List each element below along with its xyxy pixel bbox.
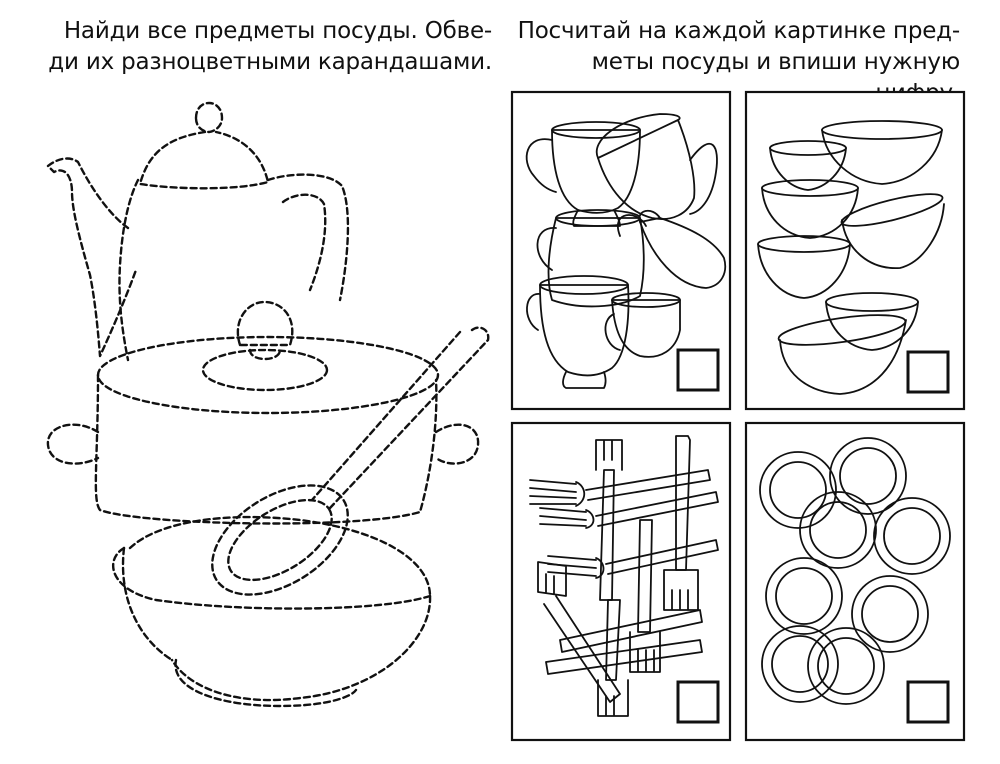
teapot-icon (46, 101, 350, 362)
cup-icon (595, 113, 718, 220)
bowl-icon (821, 120, 943, 185)
bowl-icon (769, 140, 847, 191)
bowls-counting-panel (744, 90, 966, 411)
bowl-icon (111, 515, 432, 708)
fork-icon (545, 609, 703, 675)
plate-icon (807, 627, 885, 705)
bowl-icon (761, 179, 859, 239)
bowl-icon (777, 314, 907, 395)
answer-box[interactable] (906, 680, 950, 724)
plate-icon (829, 437, 907, 515)
bowl-icon (757, 235, 851, 299)
cup-icon (526, 275, 630, 389)
plates-counting-panel (744, 421, 966, 742)
cup-icon (617, 209, 727, 289)
answer-box[interactable] (676, 348, 720, 392)
ladle-icon (211, 326, 490, 596)
answer-box[interactable] (676, 680, 720, 724)
cup-icon (604, 292, 681, 358)
forks-counting-panel (510, 421, 732, 742)
plate-icon (765, 557, 843, 635)
fork-icon (529, 469, 711, 507)
saucepan-icon (46, 300, 480, 525)
plate-icon (851, 575, 929, 653)
bowl-icon (825, 292, 919, 351)
answer-box[interactable] (906, 350, 950, 394)
left-task-instruction: Найди все предметы посуды. Обве- ди их р… (48, 18, 492, 75)
plate-icon (799, 491, 877, 569)
fork-icon (547, 539, 719, 579)
fork-icon (537, 561, 621, 703)
dashed-dishes-figure (46, 101, 490, 708)
fork-icon (539, 491, 719, 529)
plate-icon (759, 451, 837, 529)
plate-icon (761, 625, 839, 703)
plate-icon (873, 497, 951, 575)
cups-counting-panel (510, 90, 732, 411)
